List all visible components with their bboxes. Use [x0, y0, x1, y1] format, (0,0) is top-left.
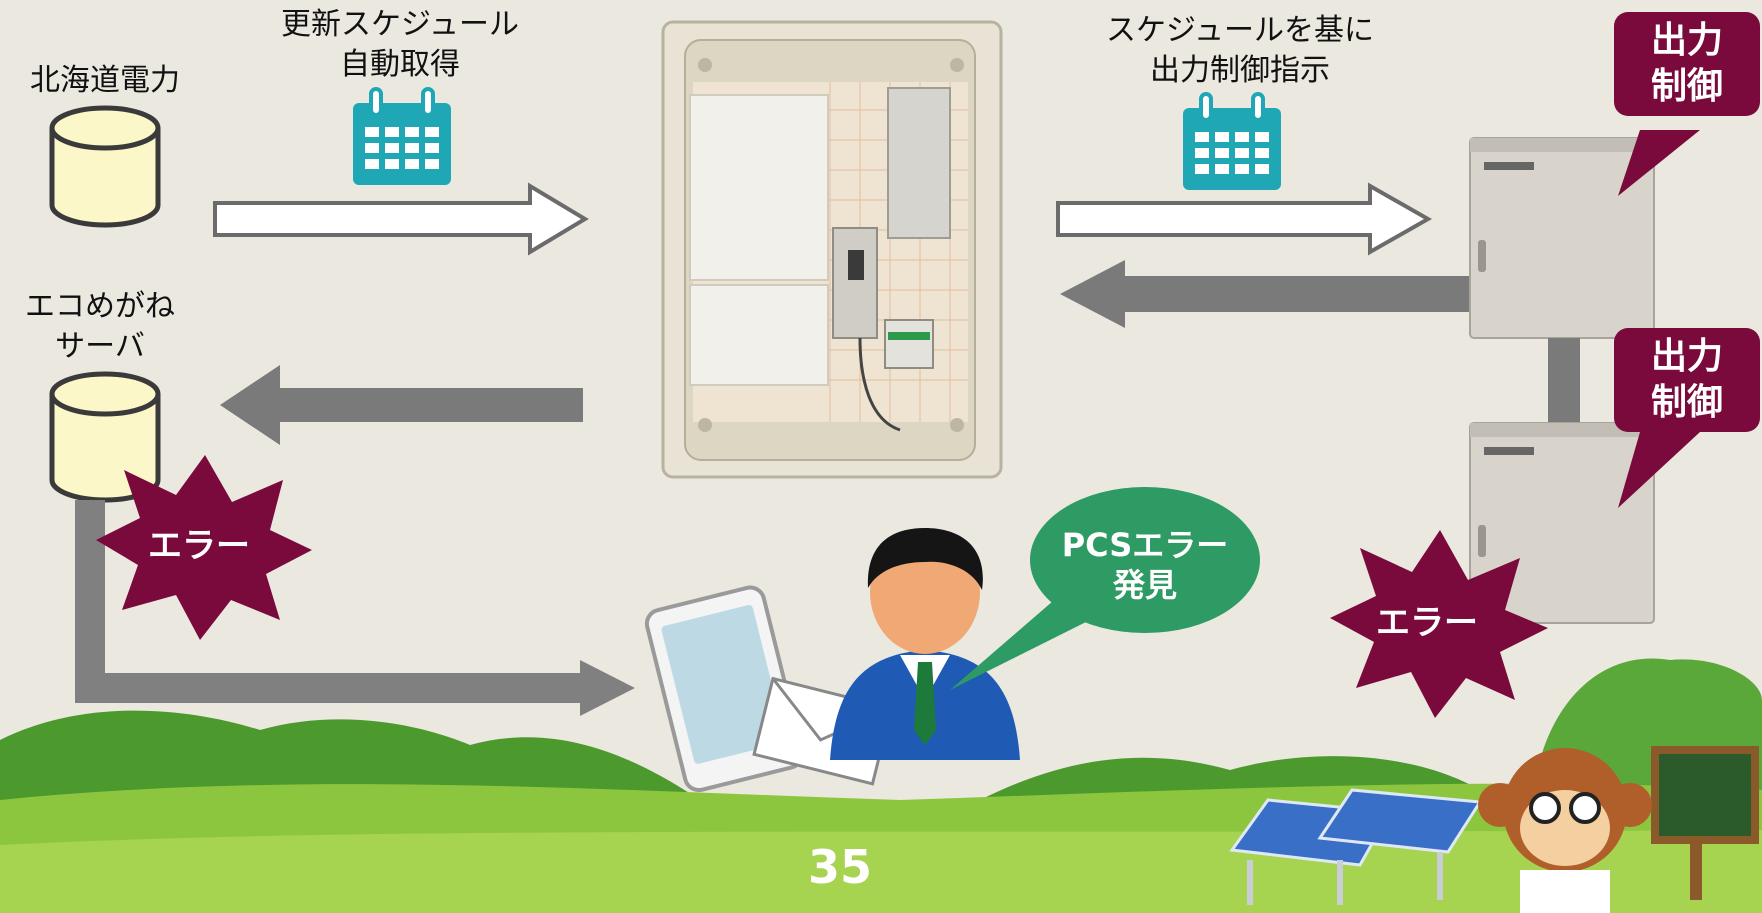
mascot-icon: [1478, 746, 1759, 913]
control-callout-2-line2: 制御: [1650, 382, 1723, 423]
control-callout-1: 出力 制御: [1614, 12, 1760, 116]
hokkaido-label: 北海道電力: [30, 63, 180, 98]
notification-arrowhead: [580, 660, 635, 716]
ecomegane-label-line1: エコめがね: [25, 289, 175, 324]
fetch-arrow: [213, 182, 589, 256]
control-callout-1-line2: 制御: [1650, 66, 1723, 107]
control-label-line2: 出力制御指示: [1150, 53, 1330, 88]
pcs-link-bar: [1548, 338, 1580, 423]
control-callout-tail: [1618, 432, 1700, 508]
control-callout-2: 出力 制御: [1614, 328, 1760, 432]
hokkaido-database-icon: [49, 105, 161, 228]
speech-bubble-shape: [950, 487, 1260, 690]
server-error-text: エラー: [148, 526, 250, 566]
control-label-line1: スケジュールを基に: [1106, 13, 1374, 48]
fetch-label-line1: 更新スケジュール: [281, 7, 519, 42]
control-callout-2-line1: 出力: [1650, 336, 1723, 377]
speech-line1: PCSエラー: [1061, 526, 1229, 564]
pcs-feedback-arrow: [1060, 260, 1475, 328]
error-starburst: [1330, 530, 1548, 718]
control-arrow: [1056, 182, 1433, 256]
error-starburst: [96, 455, 312, 640]
speech-line2: 発見: [1112, 566, 1177, 604]
ecomegane-label-line2: サーバ: [55, 329, 145, 364]
solar-panel-icon: [1229, 788, 1483, 905]
report-arrow: [220, 365, 583, 445]
error-notification-connector: [75, 500, 580, 703]
pcs-error-text: エラー: [1376, 603, 1478, 643]
pcs-cabinet-1: [1469, 137, 1655, 339]
controller-cabinet: [661, 20, 1003, 479]
pcs-cabinet-2: [1469, 422, 1655, 624]
calendar-icon: [1183, 92, 1281, 190]
control-callout-tail: [1618, 130, 1700, 196]
fetch-label-line2: 自動取得: [340, 47, 460, 82]
control-callout-1-line1: 出力: [1650, 20, 1723, 61]
operator-icon: [830, 528, 1020, 760]
page-number: 35: [807, 840, 872, 894]
calendar-icon: [353, 87, 451, 185]
